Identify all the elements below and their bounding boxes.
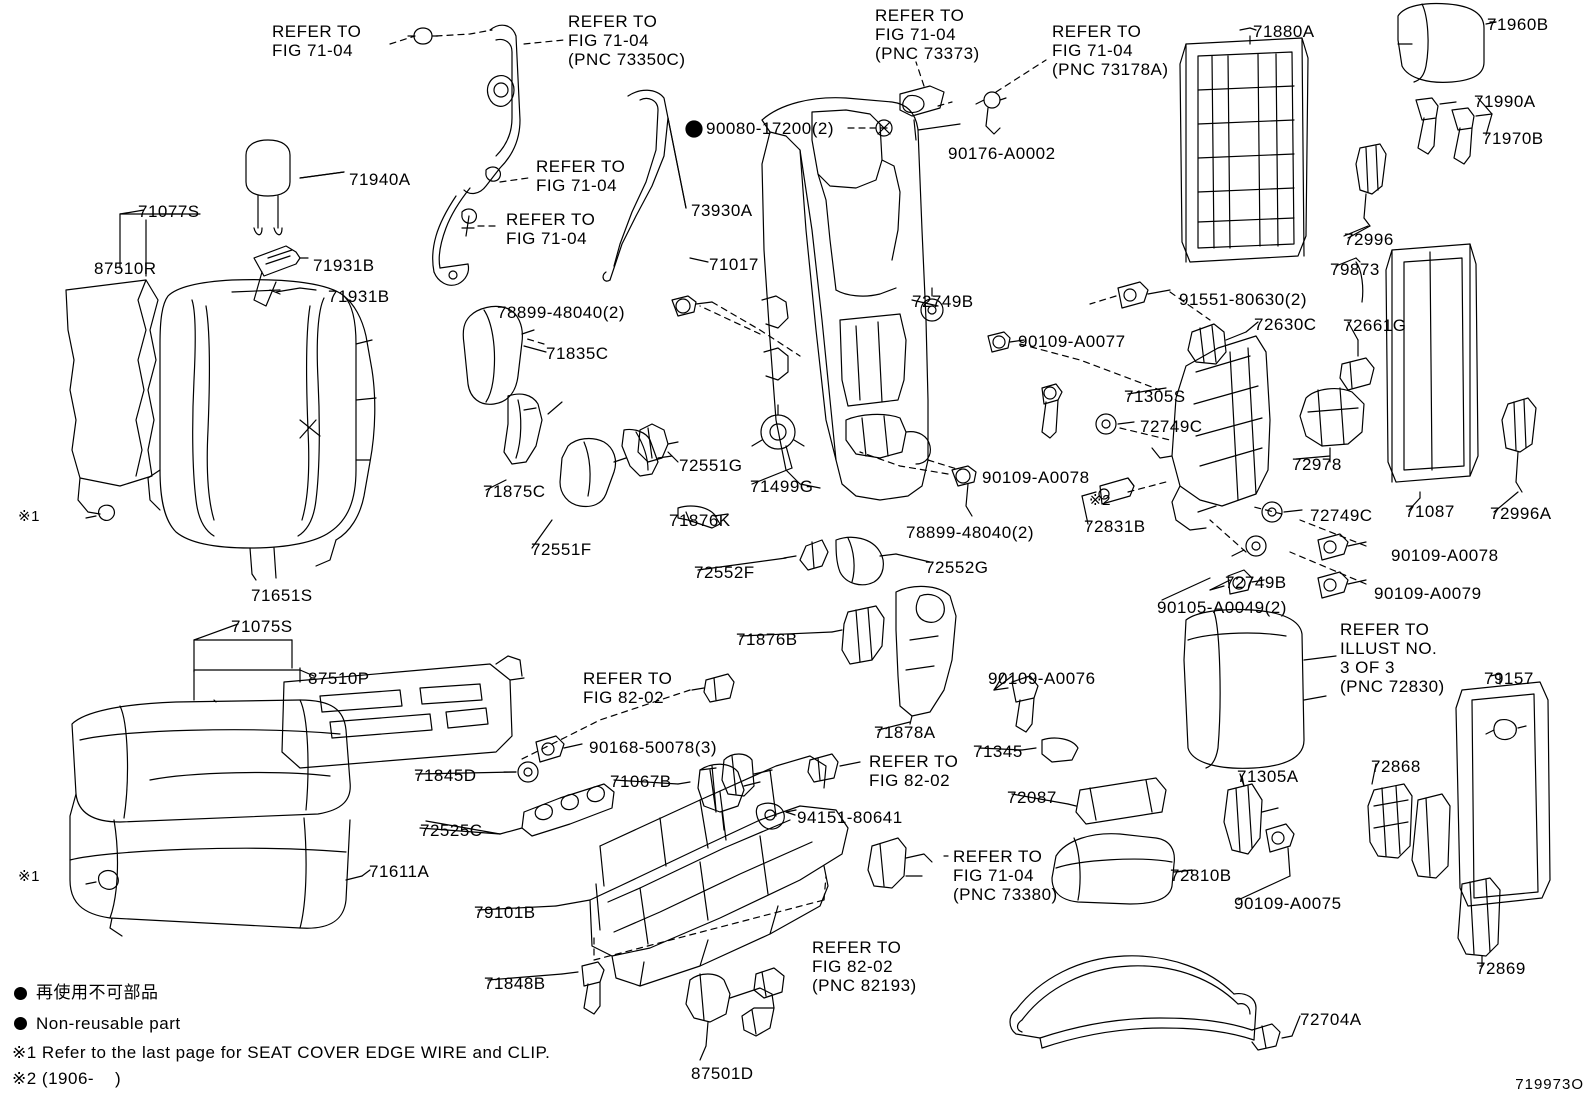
part-label-72630C: 72630C bbox=[1254, 315, 1317, 334]
part-label-72868: 72868 bbox=[1371, 757, 1421, 776]
legend-open-dot-icon bbox=[14, 1017, 27, 1030]
part-label-78899-48040-1: 78899-48040(2) bbox=[497, 303, 625, 322]
part-label-71611A: 71611A bbox=[369, 862, 430, 881]
part-label-94151-80641: 94151-80641 bbox=[797, 808, 903, 827]
part-label-72551G: 72551G bbox=[679, 456, 743, 475]
part-label-71931B-1: 71931B bbox=[313, 256, 375, 275]
part-label-72525C: 72525C bbox=[420, 821, 483, 840]
part-label-71345: 71345 bbox=[973, 742, 1023, 761]
part-label-90176-A0002: 90176-A0002 bbox=[948, 144, 1056, 163]
part-label-71835C: 71835C bbox=[546, 344, 609, 363]
part-label-72749B-1: 72749B bbox=[912, 292, 974, 311]
part-label-90109-A0077: 90109-A0077 bbox=[1018, 332, 1126, 351]
part-label-79157: 79157 bbox=[1484, 669, 1534, 688]
part-label-87510P: 87510P bbox=[308, 669, 370, 688]
part-label-87510R: 87510R bbox=[94, 259, 157, 278]
part-label-71075S: 71075S bbox=[231, 617, 293, 636]
part-label-71880A: 71880A bbox=[1253, 22, 1315, 41]
part-label-79101B: 79101B bbox=[474, 903, 536, 922]
part-label-72552F: 72552F bbox=[694, 563, 755, 582]
part-label-71305A: 71305A bbox=[1237, 767, 1299, 786]
sheet-code: 719973O bbox=[1515, 1076, 1584, 1093]
part-label-73930A: 73930A bbox=[691, 201, 753, 220]
footnote-2: ※2 (1906- ) bbox=[12, 1069, 122, 1088]
footnote-marker-1: ※1 bbox=[18, 508, 40, 525]
part-label-71960B: 71960B bbox=[1487, 15, 1549, 34]
part-label-71305S: 71305S bbox=[1124, 387, 1186, 406]
part-label-72551F: 72551F bbox=[531, 540, 592, 559]
part-label-71876K: 71876K bbox=[669, 511, 731, 530]
part-label-71990A: 71990A bbox=[1474, 92, 1536, 111]
legend-text-en: Non-reusable part bbox=[36, 1014, 181, 1033]
part-label-71878A: 71878A bbox=[874, 723, 936, 742]
part-label-72978: 72978 bbox=[1292, 455, 1342, 474]
part-label-71875C: 71875C bbox=[483, 482, 546, 501]
part-label-72996A: 72996A bbox=[1490, 504, 1552, 523]
footnote-1: ※1 Refer to the last page for SEAT COVER… bbox=[12, 1043, 551, 1062]
footnote-marker-2: ※1 bbox=[18, 868, 40, 885]
part-label-71067B: 71067B bbox=[610, 772, 672, 791]
part-label-90168-50078: 90168-50078(3) bbox=[589, 738, 717, 757]
part-label-71970B: 71970B bbox=[1482, 129, 1544, 148]
part-label-72661G: 72661G bbox=[1343, 316, 1407, 335]
part-label-78899-48040-2: 78899-48040(2) bbox=[906, 523, 1034, 542]
part-label-72831B: 72831B bbox=[1084, 517, 1146, 536]
part-label-90109-A0075: 90109-A0075 bbox=[1234, 894, 1342, 913]
part-label-90109-A0079: 90109-A0079 bbox=[1374, 584, 1482, 603]
part-label-71931B-2: 71931B bbox=[328, 287, 390, 306]
part-label-72869: 72869 bbox=[1476, 959, 1526, 978]
part-label-79873: 79873 bbox=[1330, 260, 1380, 279]
part-label-71940A: 71940A bbox=[349, 170, 411, 189]
legend-text-jp: 再使用不可部品 bbox=[36, 983, 159, 1002]
part-label-71087: 71087 bbox=[1405, 502, 1455, 521]
part-label-72749B-2: 72749B bbox=[1225, 573, 1287, 592]
part-label-71499G: 71499G bbox=[750, 477, 814, 496]
footnote-marker-3: ※2 bbox=[1089, 492, 1111, 509]
part-label-72810B: 72810B bbox=[1170, 866, 1232, 885]
part-label-72749C-1: 72749C bbox=[1140, 417, 1203, 436]
part-label-71077S: 71077S bbox=[138, 202, 200, 221]
part-label-90105-A0049: 90105-A0049(2) bbox=[1157, 598, 1287, 617]
part-label-90109-A0076: 90109-A0076 bbox=[988, 669, 1096, 688]
part-label-90109-A0078-2: 90109-A0078 bbox=[1391, 546, 1499, 565]
part-label-91551-80630: 91551-80630(2) bbox=[1179, 290, 1307, 309]
part-label-71876B: 71876B bbox=[736, 630, 798, 649]
legend-filled-dot-icon bbox=[14, 987, 27, 1000]
part-label-71848B: 71848B bbox=[484, 974, 546, 993]
part-label-87501D: 87501D bbox=[691, 1064, 754, 1083]
part-label-72996: 72996 bbox=[1344, 230, 1394, 249]
part-label-71651S: 71651S bbox=[251, 586, 313, 605]
part-label-72704A: 72704A bbox=[1300, 1010, 1362, 1029]
part-label-72749C-2: 72749C bbox=[1310, 506, 1373, 525]
part-label-72087: 72087 bbox=[1007, 788, 1057, 807]
part-label-71845D: 71845D bbox=[414, 766, 477, 785]
part-label-71017: 71017 bbox=[709, 255, 759, 274]
part-label-90109-A0078-1: 90109-A0078 bbox=[982, 468, 1090, 487]
part-label-72552G: 72552G bbox=[925, 558, 989, 577]
part-label-90080-17200: 90080-17200(2) bbox=[706, 119, 834, 138]
